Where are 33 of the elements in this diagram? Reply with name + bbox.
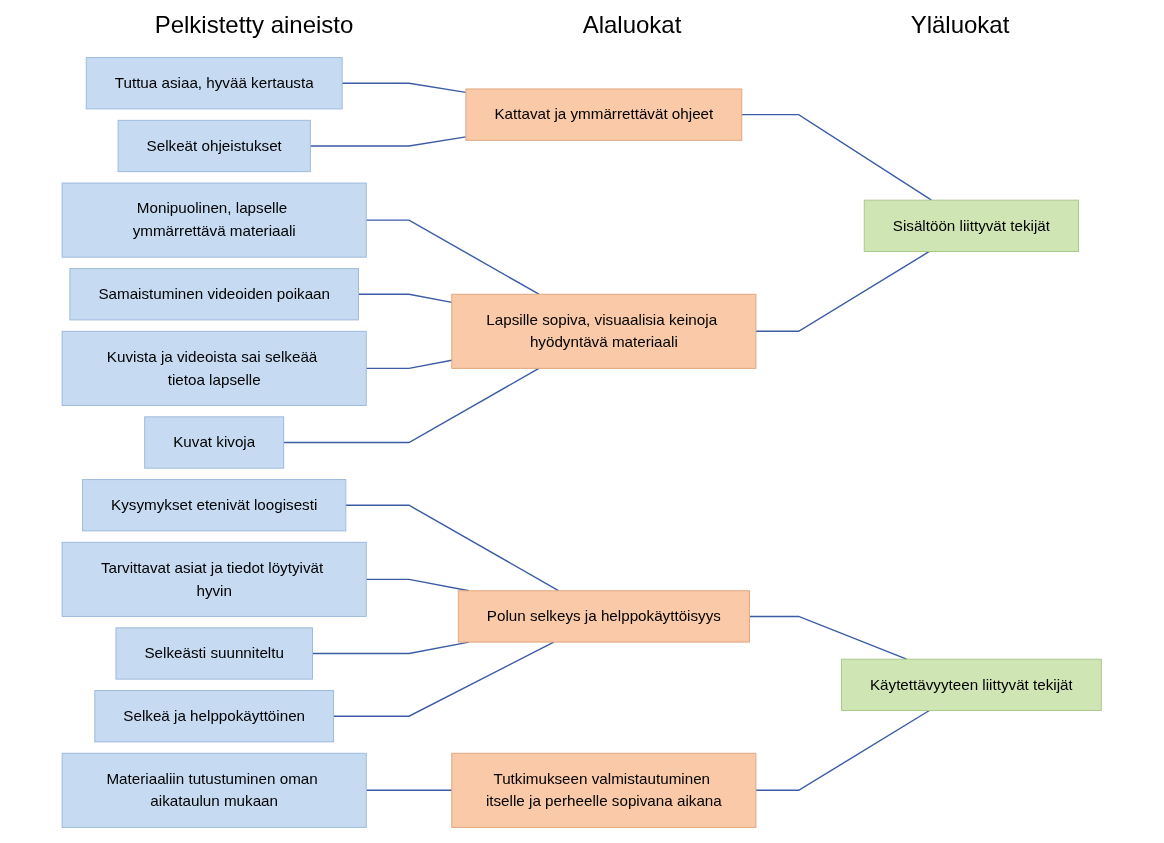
connector	[358, 293, 453, 304]
node-box: Selkeä ja helppokäyttöinen	[94, 690, 335, 743]
connector	[309, 136, 467, 147]
node-box: Kuvat kivoja	[144, 416, 285, 469]
node-box: Sisältöön liittyvät tekijät	[864, 199, 1080, 252]
node-box: Käytettävyyteen liittyvät tekijät	[841, 658, 1103, 711]
column-heading: Alaluokat	[582, 11, 682, 39]
node-box: Kuvista ja videoista sai selkeää tietoa lapselle	[61, 330, 367, 406]
node-box: Monipuolinen, lapselle ymmärrettävä materiaali	[61, 182, 367, 258]
node-box: Polun selkeys ja helppokäyttöisyys	[458, 590, 751, 643]
connector	[365, 789, 453, 792]
node-box: Tuttua asiaa, hyvää kertausta	[86, 57, 343, 110]
column-heading: Pelkistetty aineisto	[154, 11, 354, 39]
node-box: Kattavat ja ymmärrettävät ohjeet	[465, 88, 743, 141]
node-box: Kysymykset etenivät loogisesti	[82, 479, 347, 532]
connector	[341, 82, 467, 94]
node-box: Tutkimukseen valmistautuminen itselle ja perheelle sopivana aikana	[451, 752, 757, 828]
connector	[345, 504, 560, 592]
connector	[333, 641, 555, 717]
column-heading: Yläluokat	[910, 11, 1010, 39]
connector	[741, 113, 933, 201]
connector	[755, 709, 931, 792]
node-box: Samaistuminen videoiden poikaan	[69, 268, 360, 321]
node-box: Lapsille sopiva, visuaalisia keinoja hyödyntävä materiaali	[451, 293, 757, 369]
node-box: Selkeästi suunniteltu	[115, 627, 314, 680]
connector	[283, 367, 540, 444]
node-box: Selkeät ohjeistukset	[117, 119, 312, 173]
connector	[749, 615, 908, 660]
connector	[755, 250, 931, 333]
connector	[365, 359, 453, 370]
node-box: Materiaaliin tutustuminen oman aikataulun mukaan	[61, 752, 367, 828]
connector	[365, 219, 540, 295]
node-box: Tarvittavat asiat ja tiedot löytyivät hyvin	[61, 541, 367, 617]
